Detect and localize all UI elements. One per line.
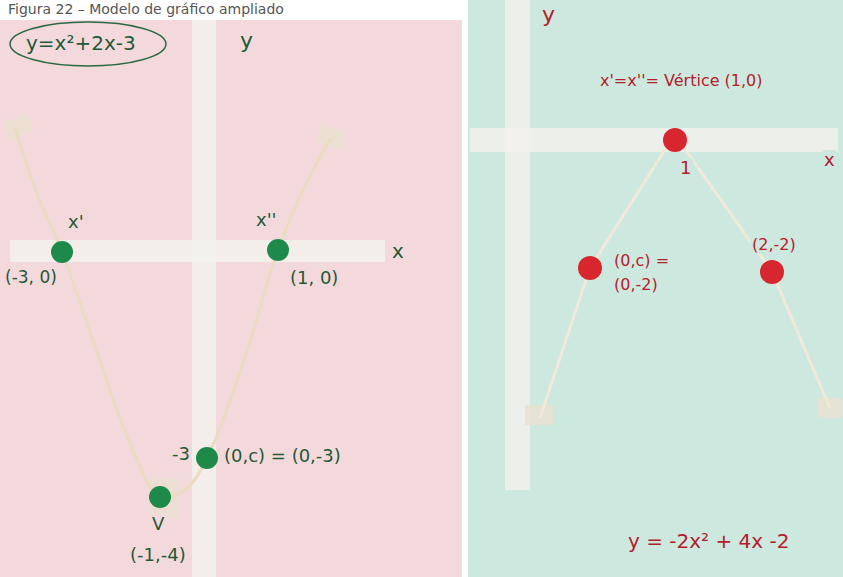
pink-board	[0, 20, 462, 577]
axis-label: y	[540, 2, 557, 27]
point-label: (0,c) =	[612, 252, 671, 270]
tick-label: 1	[678, 158, 693, 179]
root-name: x'	[66, 212, 86, 233]
equation-label: y=x²+2x-3	[24, 32, 138, 55]
parabola-string	[15, 128, 331, 498]
equation-cloud	[10, 22, 166, 66]
intercept-dot	[578, 256, 602, 280]
x-axis-tape	[470, 128, 838, 152]
point-label: (0,-2)	[612, 276, 660, 294]
y-axis-tape	[192, 20, 216, 577]
figure-caption: Figura 22 – Modelo de gráfico ampliado	[6, 1, 286, 17]
tape-piece	[525, 405, 553, 425]
point-dot	[760, 260, 784, 284]
point-label: (0,c) = (0,-3)	[222, 446, 343, 467]
point-label: (1, 0)	[288, 268, 340, 289]
parabola-string	[540, 140, 830, 418]
intercept-value: -3	[170, 444, 192, 465]
vertex-dot	[663, 128, 687, 152]
intercept-dot	[196, 447, 218, 469]
point-label: (2,-2)	[750, 236, 798, 254]
tape-piece	[316, 124, 347, 150]
green-board	[468, 0, 843, 577]
axis-label: x	[390, 240, 406, 263]
root-dot	[267, 239, 289, 261]
tape-piece	[150, 478, 180, 518]
vertex-label: x'=x''= Vértice (1,0)	[598, 72, 765, 90]
axis-label: y	[238, 28, 255, 53]
root-name: x''	[254, 210, 279, 231]
point-label: (-1,-4)	[128, 545, 188, 566]
equation-label: y = -2x² + 4x -2	[626, 530, 791, 553]
vertex-name: V	[150, 514, 166, 535]
point-label: (-3, 0)	[3, 268, 59, 288]
axis-label: x	[822, 150, 837, 171]
vertex-dot	[149, 486, 171, 508]
root-dot	[51, 241, 73, 263]
x-axis-tape	[10, 240, 385, 262]
